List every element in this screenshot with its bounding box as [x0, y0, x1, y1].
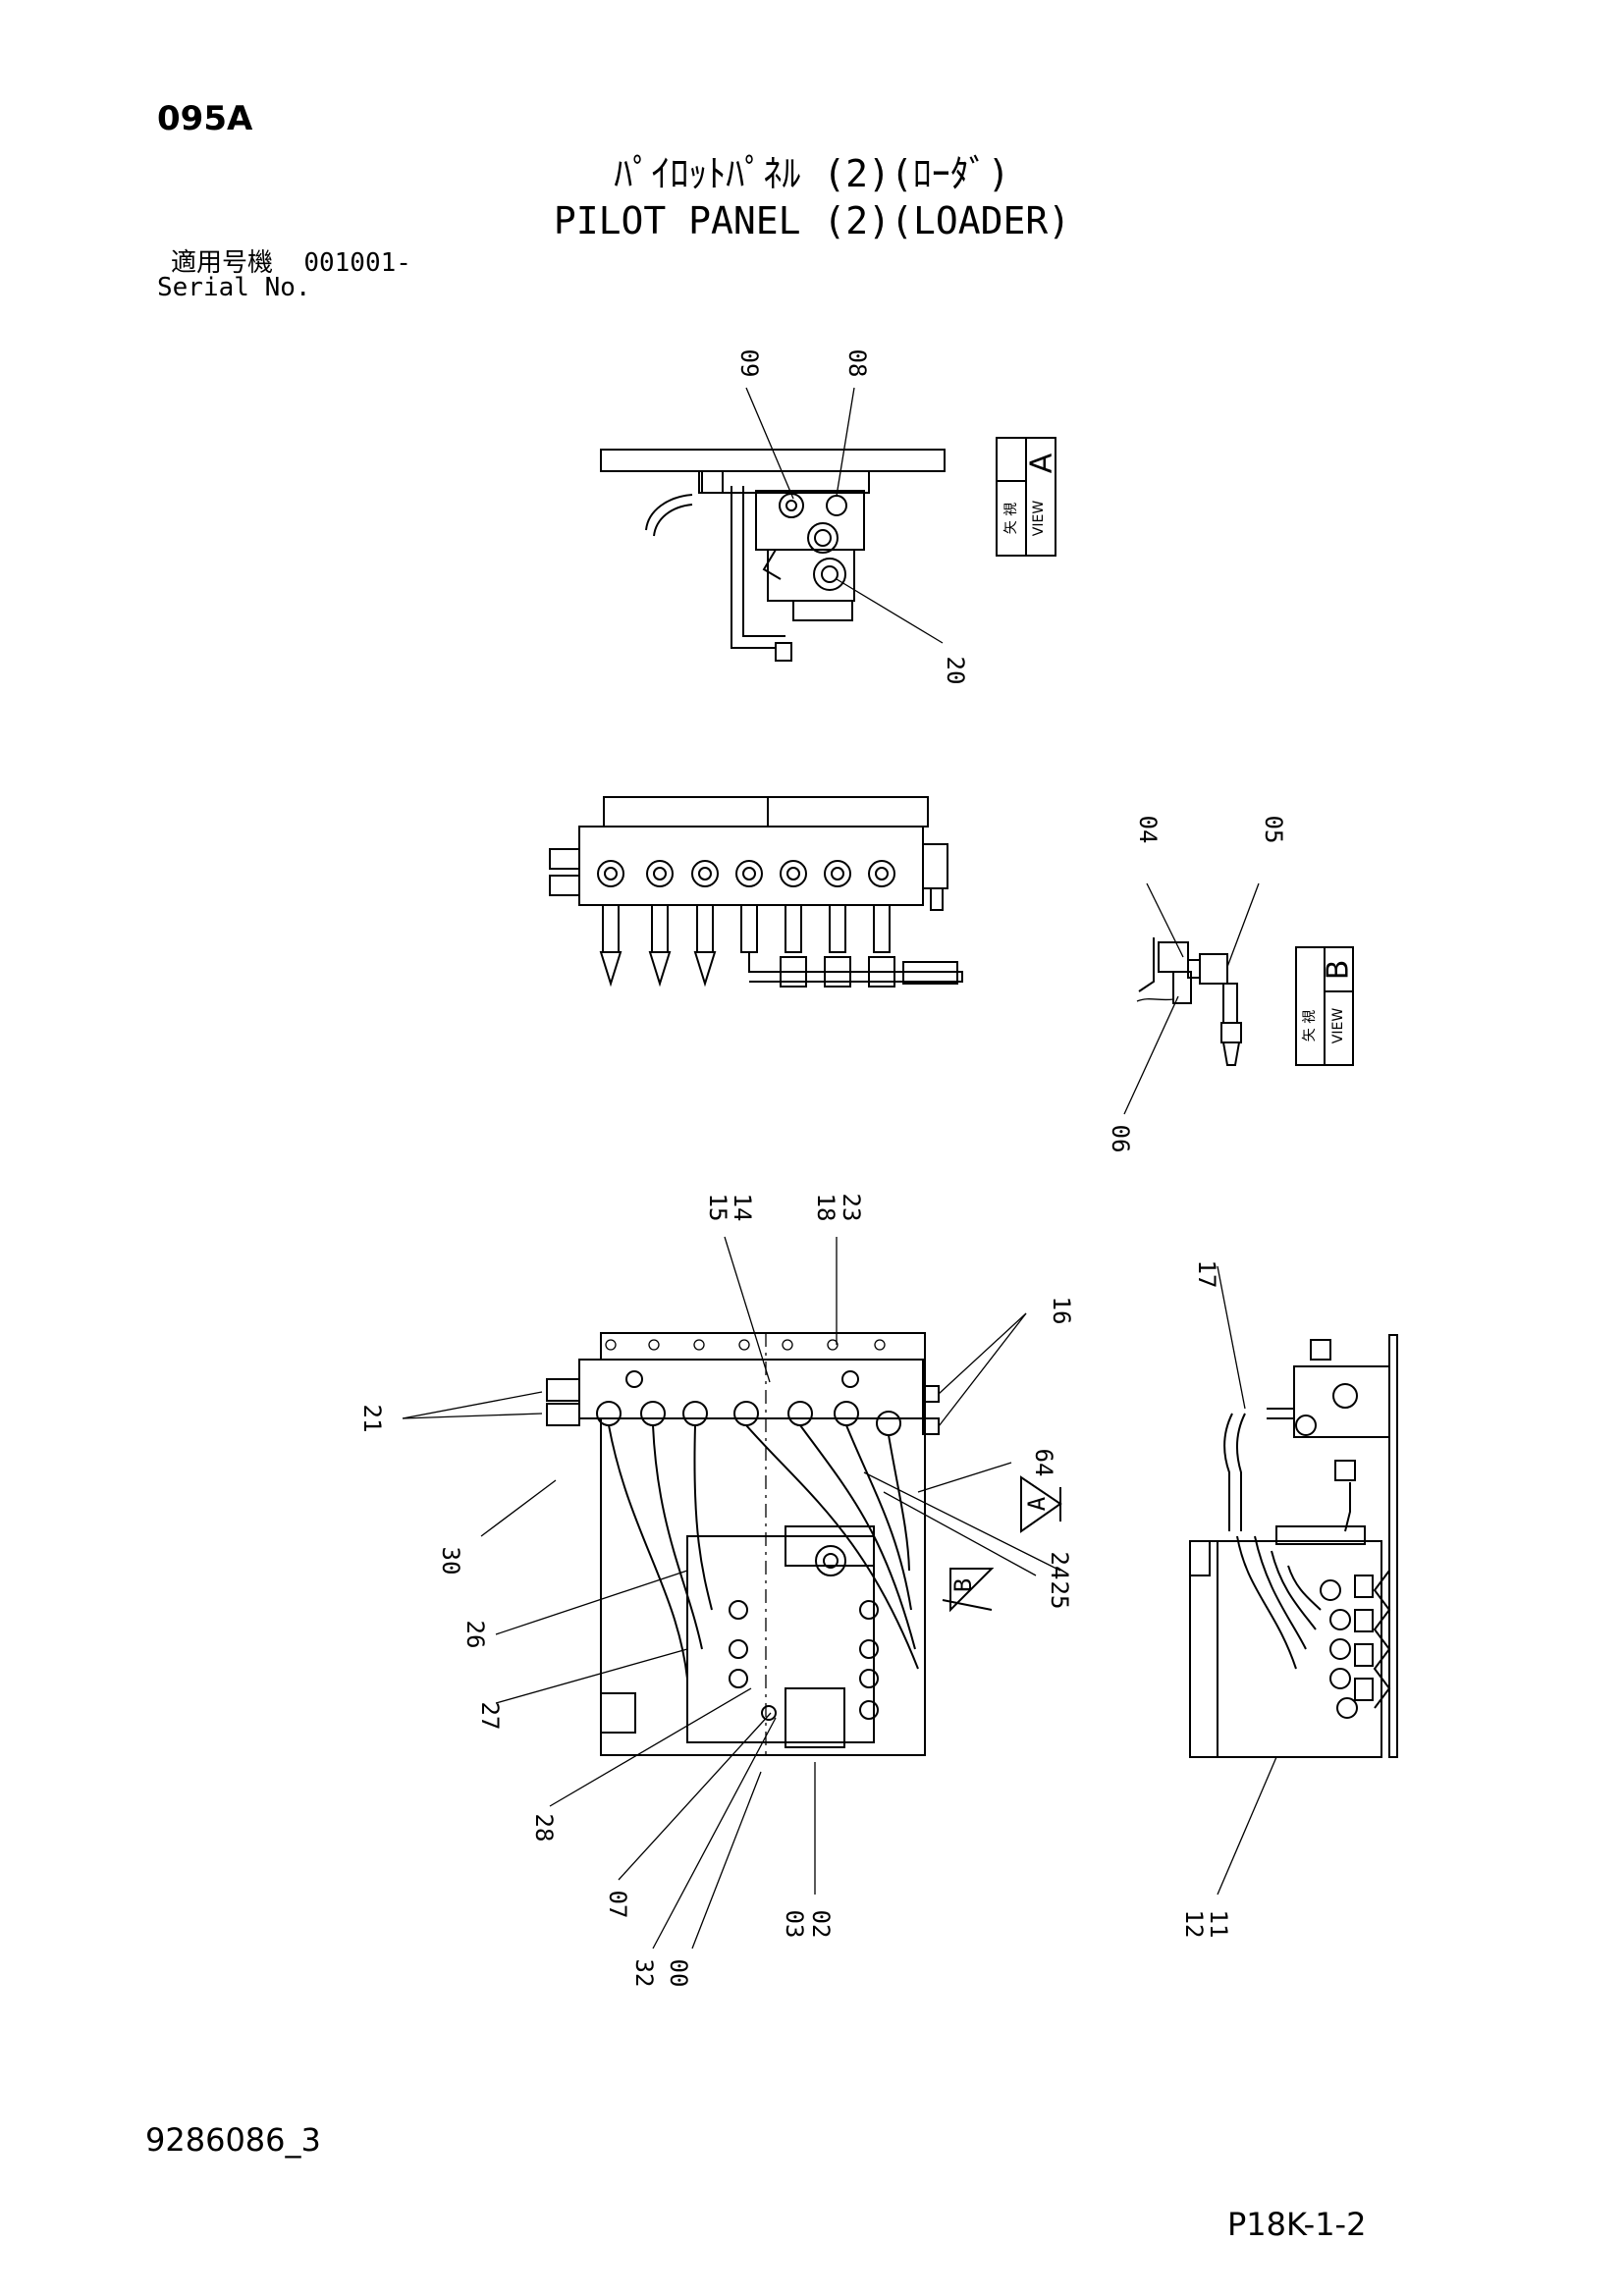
- side-view-fittings: [1320, 1575, 1374, 1719]
- callout-21: 21: [358, 1405, 386, 1433]
- callout-27: 27: [476, 1702, 504, 1731]
- callout-09: 09: [735, 349, 763, 378]
- top-bolts: [605, 1339, 886, 1351]
- view-a-label-box: A 矢 視 VIEW: [996, 437, 1059, 557]
- callout-15: 15: [704, 1194, 731, 1222]
- callout-05: 05: [1260, 816, 1287, 844]
- callout-17: 17: [1193, 1260, 1220, 1289]
- callout-04: 04: [1134, 816, 1162, 844]
- view-b-label-box: B 矢 視 VIEW: [1295, 946, 1356, 1066]
- callout-26: 26: [461, 1621, 489, 1649]
- callout-25: 25: [1046, 1581, 1073, 1610]
- manifold-fittings: [597, 860, 895, 887]
- callout-14: 14: [729, 1194, 756, 1222]
- callout-30: 30: [437, 1547, 464, 1575]
- side-fittings: [729, 1600, 879, 1721]
- arrow-a-letter: A: [1023, 1496, 1051, 1511]
- title-japanese: ﾊﾟｲﾛｯﾄﾊﾟﾈﾙ (2)(ﾛｰﾀﾞ): [614, 152, 1010, 195]
- callout-03: 03: [781, 1910, 808, 1939]
- callout-00: 00: [665, 1959, 692, 1988]
- callout-11: 11: [1205, 1910, 1232, 1939]
- arrow-b-letter: B: [949, 1578, 977, 1592]
- serial-label-en: Serial No.: [157, 273, 311, 302]
- callout-24: 24: [1046, 1552, 1073, 1580]
- view-a-letter: A: [1025, 453, 1059, 473]
- callout-23: 23: [838, 1194, 865, 1222]
- serial-value: 001001-: [303, 248, 411, 278]
- view-b-drawing: [1136, 937, 1242, 1066]
- hoses: [608, 1424, 919, 1680]
- callout-07: 07: [604, 1891, 631, 1919]
- manifold-side-view: [549, 796, 963, 988]
- document-id: 9286086_3: [145, 2121, 321, 2159]
- view-a-drawing: [600, 449, 946, 662]
- view-b-jp: 矢 視: [1302, 1010, 1318, 1041]
- view-a-en: VIEW: [1031, 501, 1047, 537]
- callout-20: 20: [942, 657, 969, 685]
- callout-64: 64: [1030, 1449, 1057, 1477]
- callout-18: 18: [812, 1194, 839, 1222]
- title-english: PILOT PANEL (2)(LOADER): [553, 199, 1071, 242]
- callout-12: 12: [1180, 1910, 1208, 1939]
- view-b-letter: B: [1322, 960, 1356, 981]
- callout-32: 32: [630, 1959, 658, 1988]
- view-a-leaders: [745, 387, 944, 644]
- callout-02: 02: [807, 1910, 835, 1939]
- view-b-arrow: B: [942, 1568, 995, 1613]
- callout-16: 16: [1048, 1297, 1075, 1325]
- callout-28: 28: [530, 1814, 558, 1842]
- right-side-view: [1189, 1334, 1398, 1758]
- manifold-pipes: [599, 904, 963, 988]
- view-a-jp: 矢 視: [1003, 503, 1019, 534]
- callout-08: 08: [843, 349, 871, 378]
- view-b-leaders: [1123, 882, 1260, 1115]
- page-code: 095A: [157, 99, 253, 138]
- side-view-hoses: [1236, 1535, 1322, 1670]
- page-reference: P18K-1-2: [1227, 2206, 1367, 2243]
- serial-label-jp: 適用号機: [171, 248, 274, 278]
- callout-06: 06: [1107, 1125, 1134, 1153]
- view-b-en: VIEW: [1330, 1008, 1346, 1044]
- main-leaders: [402, 1236, 1277, 1949]
- view-a-arrow: A: [1020, 1475, 1062, 1533]
- main-front-view: [546, 1332, 940, 1756]
- serial-range-jp: 適用号機 001001-: [171, 250, 411, 276]
